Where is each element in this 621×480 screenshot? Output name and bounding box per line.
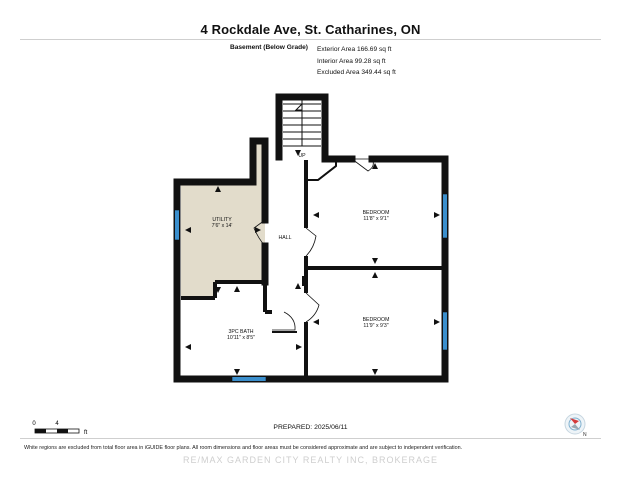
scale-tick-2: 4 [55, 421, 59, 427]
bath-label: 3PC BATH [229, 329, 254, 335]
excluded-area: Excluded Area 349.44 sq ft [317, 69, 396, 76]
interior-walls [181, 160, 445, 380]
footer-divider [20, 438, 601, 439]
area-summary: Exterior Area 166.69 sq ft Interior Area… [317, 44, 396, 79]
exterior-area: Exterior Area 166.69 sq ft [317, 46, 392, 53]
scale-tick-0: 0 [32, 421, 36, 427]
disclaimer-text: White regions are excluded from total fl… [24, 445, 463, 451]
prepared-date: PREPARED: 2025/06/11 [273, 424, 348, 431]
scale-unit: ft [84, 430, 88, 436]
compass-icon: N [564, 413, 587, 438]
brokerage-watermark: RE/MAX GARDEN CITY REALTY INC, BROKERAGE [182, 455, 439, 465]
dimension-markers [185, 150, 440, 375]
utility-room-fill [181, 141, 265, 297]
utility-label: UTILITY [212, 217, 232, 223]
doors [253, 158, 374, 333]
floor-level-label: Basement (Below Grade) [229, 44, 308, 51]
bath-dimensions: 10'11" x 8'5" [227, 335, 255, 341]
scale-bar: 0 4 ft [32, 421, 87, 436]
header-divider [20, 39, 601, 40]
windows [175, 194, 447, 381]
window-frames [173, 193, 449, 383]
utility-dimensions: 7'6" x 14' [212, 223, 233, 229]
page-title: 4 Rockdale Ave, St. Catharines, ON [200, 22, 421, 37]
laundry-label: LAUNDRY [192, 181, 217, 187]
electrical-panel [302, 276, 306, 286]
stairs-up-label: UP [298, 153, 306, 159]
hall-label: HALL [279, 235, 292, 241]
compass-north-letter: N [583, 432, 587, 438]
interior-area: Interior Area 99.28 sq ft [317, 57, 386, 65]
bedroom-1-label: BEDROOM [363, 210, 390, 216]
staircase [283, 100, 321, 147]
bedroom-2-dimensions: 11'9" x 9'3" [363, 323, 388, 329]
bedroom-1-dimensions: 11'8" x 9'1" [363, 216, 388, 222]
bedroom-2-label: BEDROOM [363, 317, 390, 323]
